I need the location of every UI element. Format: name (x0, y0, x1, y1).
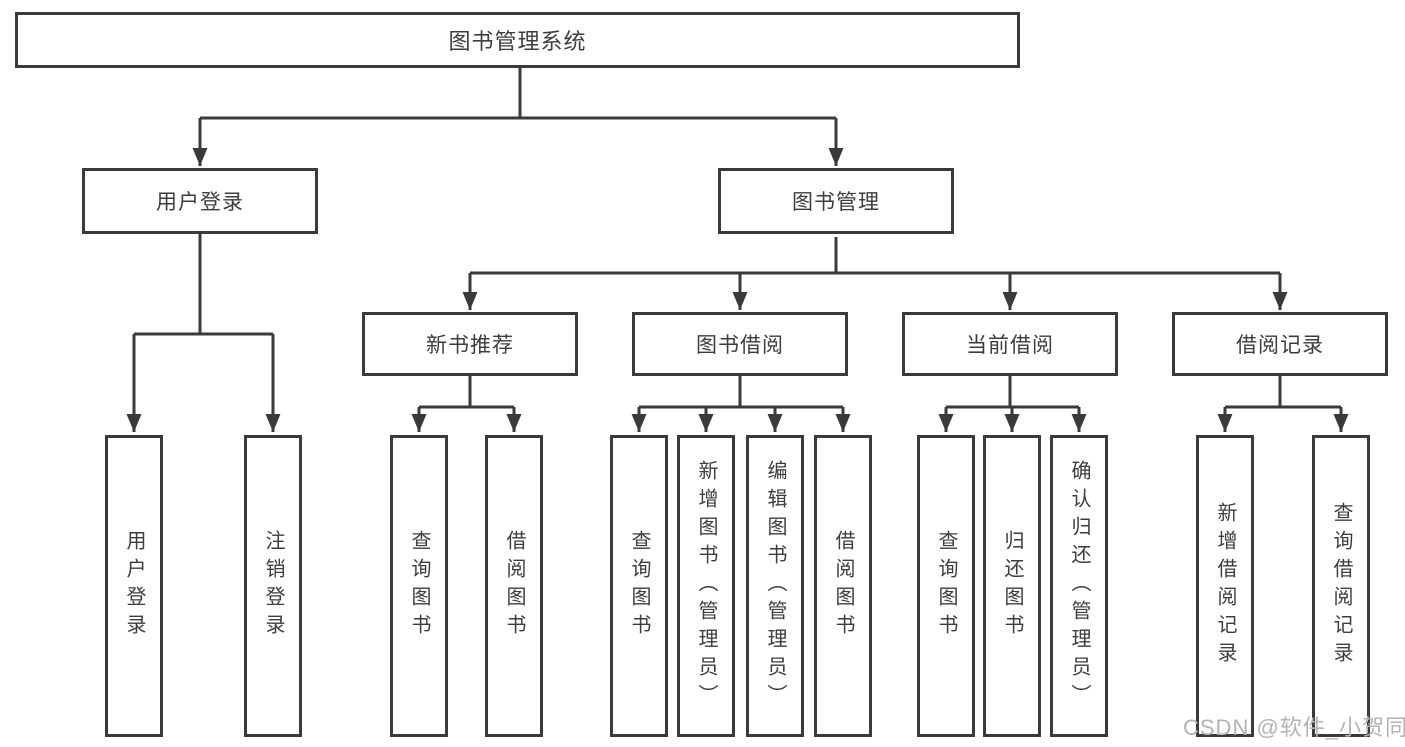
node-book-management: 图书管理 (718, 168, 954, 234)
leaf-query-books-recommend-label: 查询图书 (408, 530, 430, 642)
leaf-query-borrow-record: 查询借阅记录 (1312, 435, 1370, 737)
leaf-query-books-borrow: 查询图书 (610, 435, 668, 737)
leaf-query-books-borrow-label: 查询图书 (628, 530, 650, 642)
leaf-confirm-return-admin-label: 确认归还（管理员） (1068, 460, 1090, 712)
leaf-query-books-recommend: 查询图书 (390, 435, 448, 737)
node-borrow-records-label: 借阅记录 (1236, 334, 1324, 357)
leaf-logout: 注销登录 (244, 435, 302, 737)
leaf-query-borrow-record-label: 查询借阅记录 (1330, 502, 1352, 670)
leaf-borrow-books-recommend-label: 借阅图书 (503, 530, 525, 642)
node-book-borrow-label: 图书借阅 (696, 334, 784, 357)
node-root: 图书管理系统 (15, 12, 1020, 68)
leaf-user-login-label: 用户登录 (123, 530, 145, 642)
node-book-borrow: 图书借阅 (632, 312, 848, 376)
leaf-query-books-current: 查询图书 (917, 435, 975, 737)
node-book-management-label: 图书管理 (792, 191, 880, 214)
leaf-return-book-label: 归还图书 (1001, 530, 1023, 642)
leaf-user-login: 用户登录 (105, 435, 163, 737)
node-borrow-records: 借阅记录 (1172, 312, 1388, 376)
leaf-add-book-admin-label: 新增图书（管理员） (695, 460, 717, 712)
csdn-watermark: CSDN @软件_小贺同学 (1183, 715, 1405, 740)
node-user-login: 用户登录 (82, 168, 318, 234)
node-root-label: 图书管理系统 (448, 29, 587, 54)
leaf-borrow-books-recommend: 借阅图书 (485, 435, 543, 737)
node-new-book-recommend: 新书推荐 (362, 312, 578, 376)
leaf-return-book: 归还图书 (983, 435, 1041, 737)
leaf-borrow-books-label: 借阅图书 (832, 530, 854, 642)
node-current-borrow-label: 当前借阅 (966, 334, 1054, 357)
leaf-edit-book-admin-label: 编辑图书（管理员） (764, 460, 786, 712)
leaf-add-borrow-record-label: 新增借阅记录 (1214, 502, 1236, 670)
leaf-logout-label: 注销登录 (262, 530, 284, 642)
leaf-confirm-return-admin: 确认归还（管理员） (1050, 435, 1108, 737)
node-user-login-label: 用户登录 (156, 191, 244, 214)
node-current-borrow: 当前借阅 (902, 312, 1118, 376)
leaf-borrow-books: 借阅图书 (814, 435, 872, 737)
node-new-book-recommend-label: 新书推荐 (426, 334, 514, 357)
leaf-edit-book-admin: 编辑图书（管理员） (746, 435, 804, 737)
leaf-add-borrow-record: 新增借阅记录 (1196, 435, 1254, 737)
leaf-add-book-admin: 新增图书（管理员） (677, 435, 735, 737)
leaf-query-books-current-label: 查询图书 (935, 530, 957, 642)
